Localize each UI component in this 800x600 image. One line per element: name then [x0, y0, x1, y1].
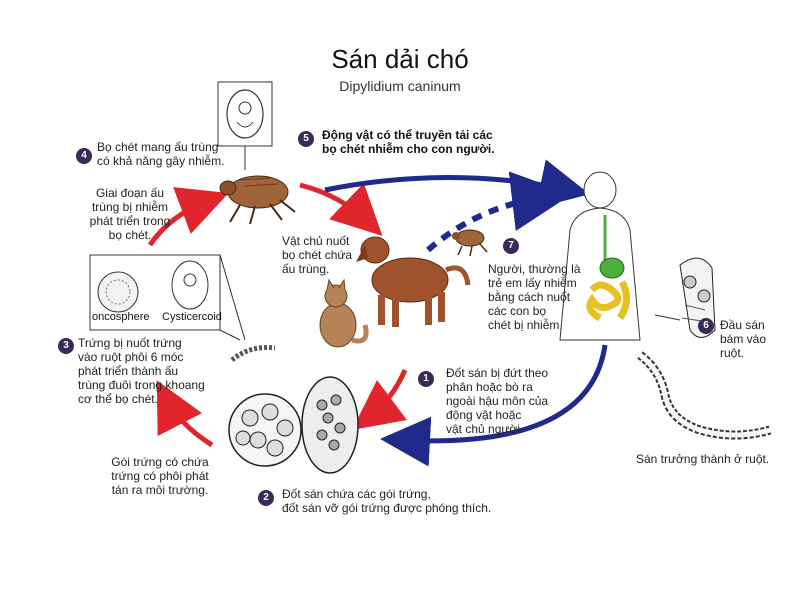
adult-worm-drawing — [637, 351, 772, 440]
arrow-animal-to-human — [324, 159, 590, 209]
step-4-badge: 4 — [76, 148, 92, 164]
step-7-text: Người, thường là trẻ em lấy nhiễm bằng c… — [488, 262, 581, 332]
proglottid-drawing — [301, 376, 359, 474]
scolex-drawing — [654, 257, 716, 338]
arrow-flea-to-human-dashed — [426, 171, 572, 253]
step-2-badge: 2 — [258, 490, 274, 506]
dog-drawing — [356, 236, 471, 327]
egg-packet-drawing — [228, 393, 302, 467]
step-1-badge: 1 — [418, 371, 434, 387]
arrow-dog-to-segment — [352, 368, 408, 431]
step-5-badge: 5 — [298, 131, 314, 147]
cysticercoid-label: Cysticercoid — [162, 311, 222, 323]
adult-worm-note: Sán trưởng thành ở ruột. — [636, 452, 770, 466]
step-5-text: Động vật có thể truyền tải các bọ chét n… — [322, 128, 495, 156]
page-subtitle: Dipylidium caninum — [339, 78, 461, 94]
egg-packet-note: Gói trứng có chứa trứng có phôi phát tán… — [111, 455, 209, 497]
step-2-text: Đốt sán chứa các gói trứng, đốt sán vỡ g… — [282, 487, 492, 515]
flea-drawing — [219, 175, 296, 225]
arrow-eggs-to-flea — [156, 380, 214, 448]
arrow-larva-to-flea — [147, 187, 229, 247]
step-6-text: Đầu sán bám vào ruột. — [720, 318, 767, 360]
step-3-badge: 3 — [58, 338, 74, 354]
oncosphere-label: oncosphere — [92, 311, 150, 323]
host-swallow-note: Vật chủ nuốt bọ chét chứa ấu trùng. — [282, 234, 353, 276]
arrow-flea-to-dog — [299, 182, 383, 236]
step-3-text: Trứng bị nuốt trứng vào ruột phôi 6 móc … — [78, 336, 205, 406]
human-drawing — [559, 171, 641, 341]
step-4-text: Bọ chét mang ấu trùng có khả năng gây nh… — [97, 140, 225, 168]
cat-drawing — [319, 278, 369, 348]
step-1-text: Đốt sán bị đứt theo phân hoặc bò ra ngoà… — [446, 366, 549, 436]
flea-larva-drawing — [230, 345, 276, 362]
step-6-badge: 6 — [698, 318, 714, 334]
larva-stage-note: Giai đoạn ấu trùng bị nhiễm phát triển t… — [89, 186, 171, 242]
small-flea-drawing — [452, 229, 488, 257]
step-7-badge: 7 — [503, 238, 519, 254]
arrow-human-to-segment — [380, 344, 608, 467]
page-title: Sán dải chó — [331, 44, 469, 74]
